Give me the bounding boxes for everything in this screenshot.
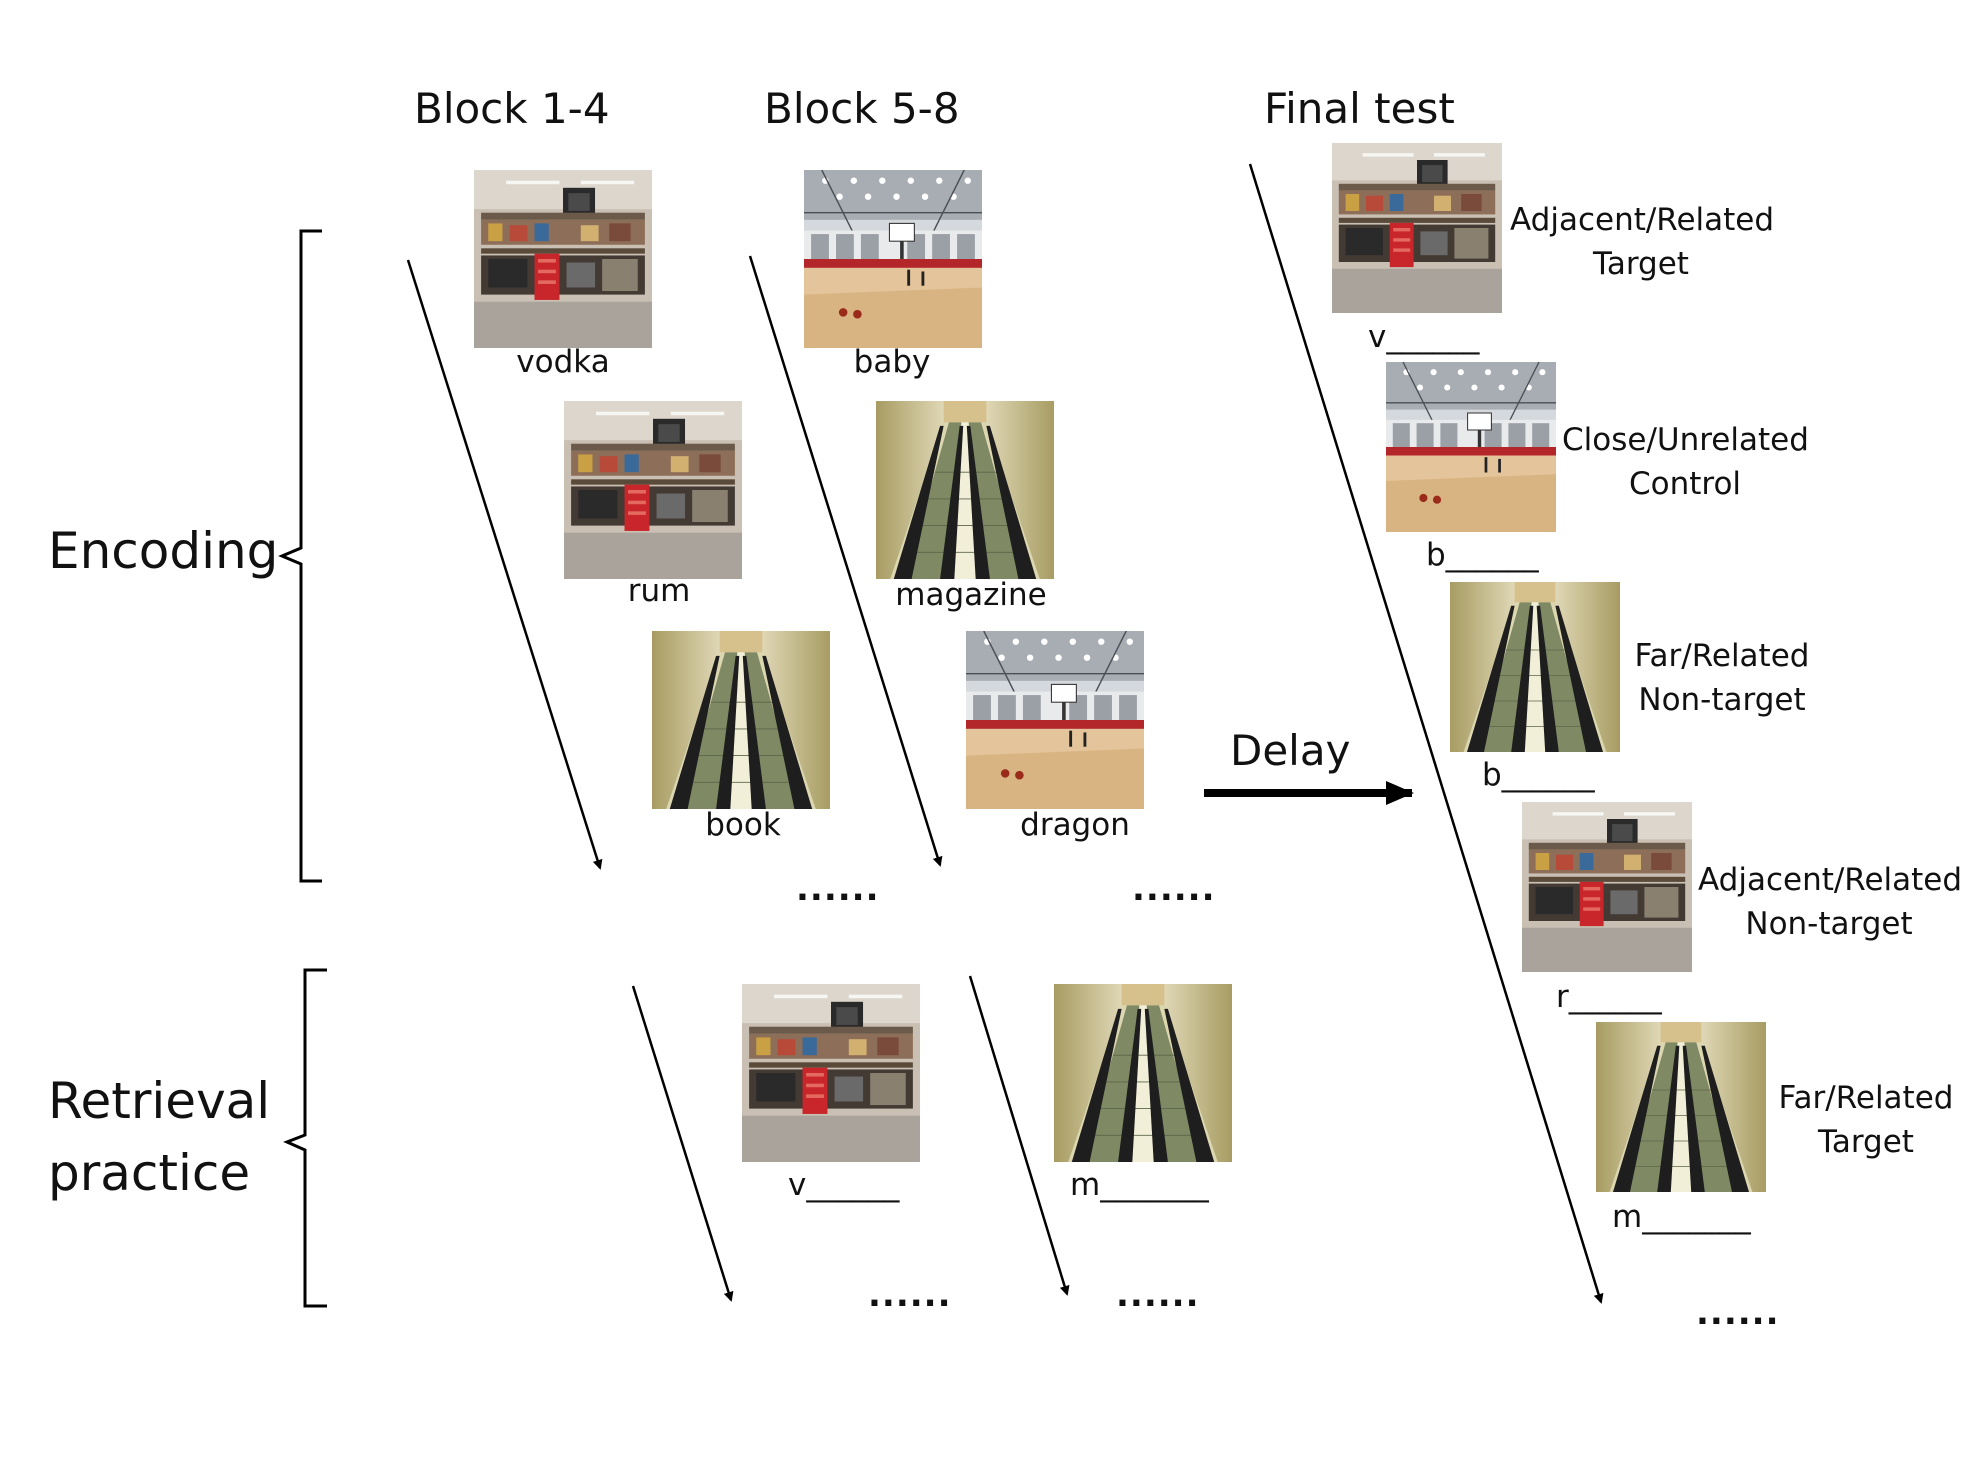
ellipsis: ...... — [868, 1275, 952, 1315]
scene-image-gym — [804, 170, 982, 348]
scene-image-gym — [966, 631, 1144, 809]
condition-label-line2: Control — [1628, 466, 1742, 503]
scene-image-garage — [1332, 143, 1502, 313]
header-block-1-4: Block 1-4 — [414, 84, 610, 133]
encoding-block2-arrow — [748, 255, 943, 867]
scene-image-escalator — [876, 401, 1054, 579]
final-test-cue: m_______ — [1612, 1199, 1751, 1235]
final-test-condition-label: Adjacent/Related Target — [1510, 198, 1775, 286]
condition-label-line2: Non-target — [1745, 906, 1913, 943]
ellipsis: ...... — [1696, 1293, 1780, 1333]
header-block-5-8: Block 5-8 — [764, 84, 960, 133]
header-final-test: Final test — [1264, 84, 1455, 133]
final-test-condition-label: Far/Related Non-target — [1630, 634, 1814, 722]
final-test-cue: v______ — [1368, 319, 1480, 355]
retrieval-arrow-1 — [631, 985, 734, 1302]
scene-image-escalator — [1054, 984, 1232, 1162]
encoding-word: rum — [627, 573, 691, 609]
encoding-word: vodka — [516, 344, 610, 380]
scene-image-escalator — [1450, 582, 1620, 752]
scene-image-garage — [474, 170, 652, 348]
final-test-cue: b______ — [1482, 757, 1595, 793]
condition-label-line2: Target — [1593, 246, 1689, 283]
condition-label-line1: Far/Related — [1634, 638, 1810, 674]
phase-retrieval-label-line2: practice — [48, 1144, 251, 1202]
scene-image-garage — [564, 401, 742, 579]
condition-label-line2: Target — [1818, 1124, 1914, 1161]
retrieval-cue: v______ — [788, 1167, 900, 1203]
encoding-word: book — [705, 807, 781, 843]
condition-label-line1: Adjacent/Related — [1510, 202, 1775, 238]
condition-label-line1: Adjacent/Related — [1698, 862, 1963, 898]
encoding-word: magazine — [895, 577, 1047, 613]
condition-label-line1: Close/Unrelated — [1562, 422, 1809, 458]
encoding-word: dragon — [1020, 807, 1130, 843]
encoding-block1-arrow — [406, 259, 603, 870]
ellipsis: ...... — [1132, 869, 1216, 909]
final-test-cue: b______ — [1426, 537, 1539, 573]
final-test-condition-label: Close/Unrelated Control — [1562, 418, 1809, 506]
scene-image-gym — [1386, 362, 1556, 532]
encoding-brace — [278, 229, 322, 883]
condition-label-line1: Far/Related — [1778, 1080, 1954, 1116]
phase-retrieval-label-line1: Retrieval — [48, 1072, 271, 1130]
retrieval-cue: m_______ — [1070, 1167, 1209, 1203]
condition-label-line2: Non-target — [1638, 682, 1806, 719]
retrieval-arrow-2 — [968, 975, 1070, 1296]
final-test-cue: r______ — [1556, 979, 1662, 1015]
encoding-word: baby — [853, 344, 931, 380]
final-test-arrow — [1248, 163, 1604, 1304]
scene-image-garage — [742, 984, 920, 1162]
scene-image-escalator — [652, 631, 830, 809]
phase-encoding-label: Encoding — [48, 522, 279, 580]
final-test-condition-label: Far/Related Target — [1774, 1076, 1958, 1164]
ellipsis: ...... — [1116, 1275, 1200, 1315]
ellipsis: ...... — [796, 869, 880, 909]
retrieval-brace — [283, 968, 327, 1308]
final-test-condition-label: Adjacent/Related Non-target — [1698, 858, 1963, 946]
scene-image-garage — [1522, 802, 1692, 972]
scene-image-escalator — [1596, 1022, 1766, 1192]
delay-label: Delay — [1230, 726, 1351, 775]
